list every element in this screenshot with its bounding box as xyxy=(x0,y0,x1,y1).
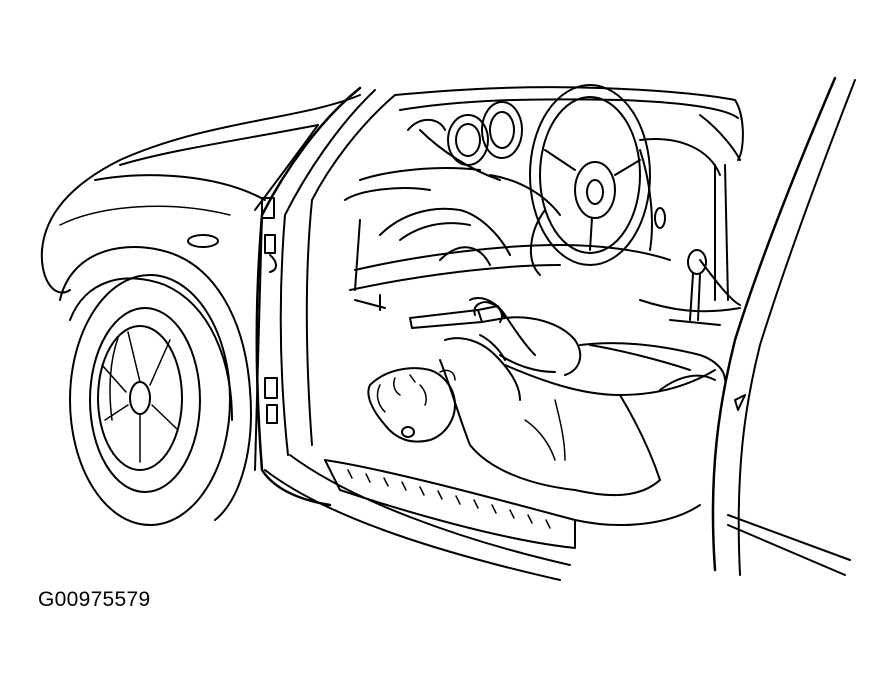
floor-lines xyxy=(589,259,741,371)
door-frame xyxy=(254,86,571,581)
front-wheel xyxy=(59,246,252,526)
tool xyxy=(409,305,506,329)
dashboard xyxy=(344,86,744,301)
steering-hub xyxy=(574,161,616,219)
gauge-center xyxy=(481,101,523,159)
front-fender xyxy=(40,94,361,294)
lower-dash-panel xyxy=(349,207,671,311)
door-sill xyxy=(324,459,701,549)
steering-wheel xyxy=(529,84,651,276)
fuel-lid-ellipse xyxy=(187,234,219,248)
door-hinge-upper xyxy=(261,197,277,273)
b-pillar xyxy=(711,76,856,576)
wheel-hub-ellipse xyxy=(129,381,151,415)
gear-shifter xyxy=(669,249,721,326)
figure-id-label: G00975579 xyxy=(38,588,151,611)
technician xyxy=(367,297,726,497)
door-hinge-lower xyxy=(264,377,278,424)
